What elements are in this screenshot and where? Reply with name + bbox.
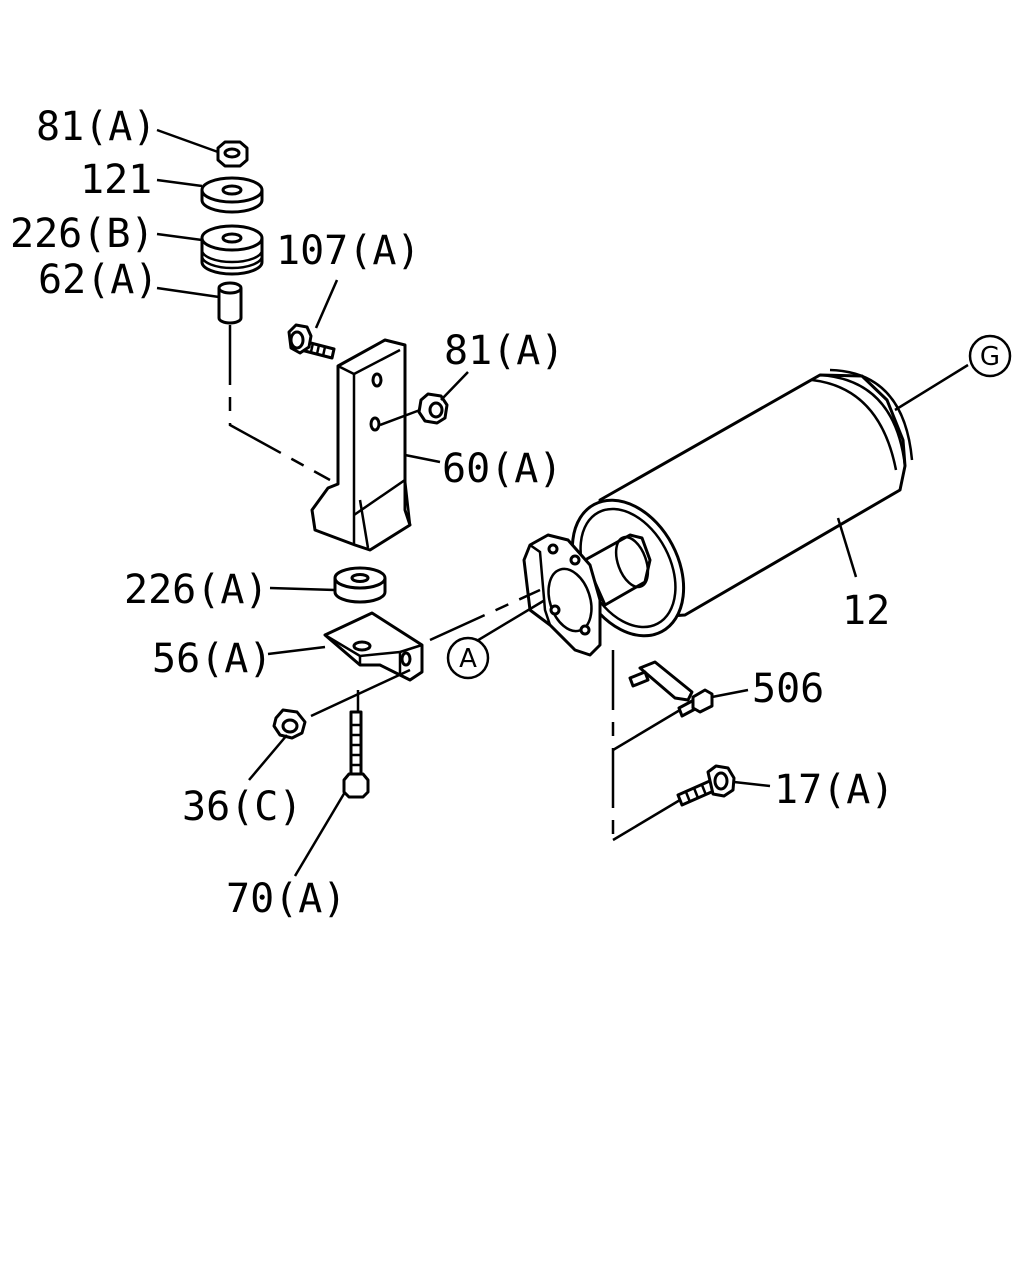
callout-226b: 226(B) [10,211,155,257]
bolt-17a-part [676,764,736,807]
callout-226a: 226(A) [124,567,269,613]
callout-506: 506 [752,666,824,712]
bolt-107a-part [287,323,336,360]
inlet-pipe-part [583,533,652,607]
washer-121-part [200,176,264,214]
flange-part [522,533,602,657]
nut-36c-part [272,708,307,740]
callout-121: 121 [80,157,152,203]
bracket-60a-part [310,338,412,552]
bracket-56a-part [323,611,424,682]
callout-81a-mid: 81(A) [444,328,564,374]
rubber-226b-part [200,224,264,276]
reference-marker-g: G [968,334,1012,378]
callout-17a: 17(A) [774,767,894,813]
rubber-226a-part [333,566,387,604]
bolt-506-part [628,660,714,718]
callout-56a: 56(A) [152,636,272,682]
nut-81a-mid-part [417,392,449,425]
reference-marker-a-label: A [459,644,477,674]
bolt-70a-part [342,710,370,799]
callout-81a-top: 81(A) [36,104,156,150]
callout-62a: 62(A) [38,257,158,303]
nut-81a-top-part [216,140,249,168]
callout-60a: 60(A) [442,446,562,492]
reference-marker-a: A [446,636,490,680]
callout-70a: 70(A) [226,876,346,922]
callout-107a: 107(A) [276,228,421,274]
callout-36c: 36(C) [182,784,302,830]
collar-62a-part [217,281,243,325]
reference-marker-g-label: G [980,342,1000,372]
callout-12: 12 [842,588,890,634]
